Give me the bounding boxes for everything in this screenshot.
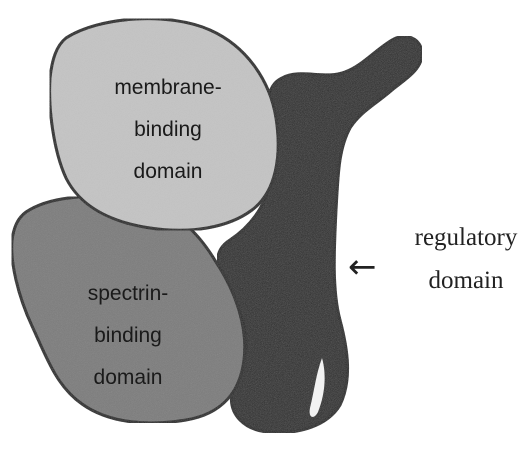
membrane-label-line: membrane- xyxy=(88,76,248,100)
regulatory-label-line: domain xyxy=(402,267,530,296)
membrane-label-line: binding xyxy=(88,118,248,142)
spectrin-label-line: spectrin- xyxy=(58,282,198,306)
spectrin-label-line: domain xyxy=(58,366,198,390)
membrane-binding-label: membrane- binding domain xyxy=(88,76,248,184)
regulatory-label-line: regulatory xyxy=(402,224,530,253)
regulatory-domain-label: regulatory domain xyxy=(402,224,530,296)
spectrin-binding-label: spectrin- binding domain xyxy=(58,282,198,390)
membrane-label-line: domain xyxy=(88,160,248,184)
spectrin-label-line: binding xyxy=(58,324,198,348)
left-arrow-icon: ← xyxy=(348,248,377,287)
